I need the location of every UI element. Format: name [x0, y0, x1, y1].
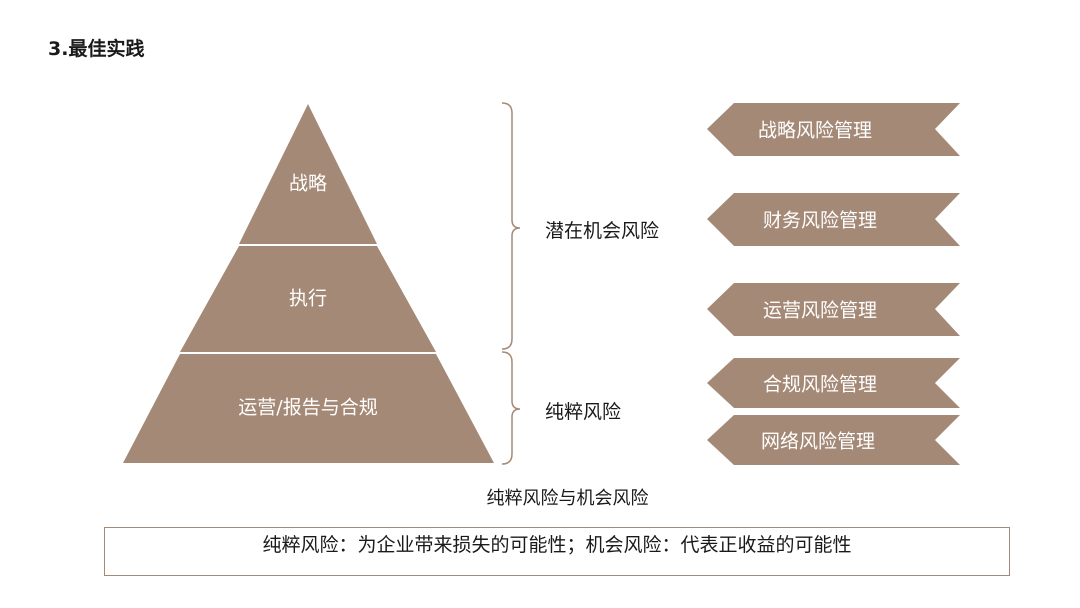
tag-operational-risk	[707, 283, 960, 336]
pyramid-tier-strategy	[239, 104, 377, 244]
tag-label-compliance-risk: 合规风险管理	[762, 373, 878, 396]
tag-compliance-risk	[707, 358, 960, 408]
tag-label-financial-risk: 财务风险管理	[762, 209, 878, 232]
pyramid-label-execution: 执行	[288, 287, 328, 310]
pyramid-tier-operations	[123, 354, 494, 463]
tag-strategy-risk	[707, 103, 960, 156]
tag-label-cyber-risk: 网络风险管理	[760, 430, 876, 453]
tag-financial-risk	[707, 193, 960, 246]
tag-label-strategy-risk: 战略风险管理	[757, 119, 873, 142]
bracket-label-opportunity: 潜在机会风险	[545, 220, 660, 242]
diagram-caption: 纯粹风险与机会风险	[486, 488, 649, 509]
pyramid-label-operations: 运营/报告与合规	[238, 396, 378, 419]
bracket-pure	[501, 351, 521, 465]
definition-box: 纯粹风险：为企业带来损失的可能性；机会风险：代表正收益的可能性	[104, 527, 1010, 576]
definition-text: 纯粹风险：为企业带来损失的可能性；机会风险：代表正收益的可能性	[262, 534, 852, 556]
bracket-opportunity	[501, 102, 521, 350]
bracket-label-pure: 纯粹风险	[545, 401, 622, 423]
pyramid-tier-execution	[180, 246, 436, 352]
tag-cyber-risk	[707, 415, 960, 465]
tag-label-operational-risk: 运营风险管理	[762, 299, 878, 322]
pyramid-label-strategy: 战略	[288, 172, 328, 195]
slide-title: 3.最佳实践	[48, 38, 145, 60]
